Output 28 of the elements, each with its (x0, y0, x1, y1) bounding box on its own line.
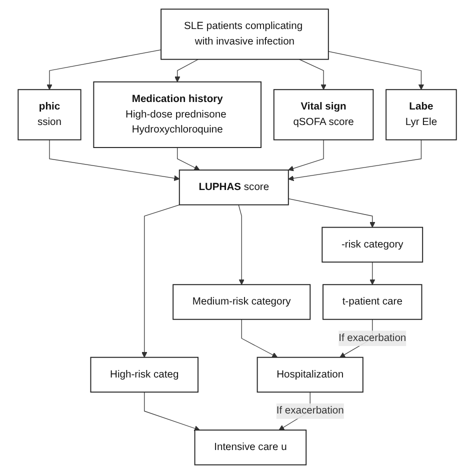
arrow (369, 262, 375, 285)
node-box: Medication history High-dose prednisone Hydroxychloroquine (92, 81, 262, 148)
arrow (238, 204, 244, 285)
arrow (46, 50, 162, 90)
node-box: LUPHAS score (178, 170, 289, 206)
node-box: phic ssion (17, 89, 82, 140)
arrow (176, 147, 200, 170)
arrow (241, 319, 278, 358)
node-box: -risk category (321, 226, 423, 263)
node-box: High-risk categ (90, 356, 198, 393)
arrow (141, 204, 180, 358)
arrow (328, 51, 424, 90)
arrow (48, 139, 180, 181)
node-box: Hospitalization (256, 356, 364, 393)
arrow (288, 198, 375, 228)
arrow (288, 139, 422, 182)
node-box: Vital sign qSOFA score (273, 89, 374, 140)
node-box: Medium-risk category (172, 284, 310, 320)
node-box: t-patient care (322, 284, 422, 320)
node-box: Labe Lyr Ele (385, 89, 457, 140)
edge-label: If exacerbation (276, 405, 344, 416)
arrow (298, 59, 326, 90)
edge-label: If exacerbation (338, 332, 406, 344)
arrow (174, 59, 198, 82)
arrow (288, 139, 324, 172)
arrow (144, 392, 200, 432)
node-box: Intensive care u (194, 430, 306, 466)
node-box: SLE patients complicating with invasive infection (160, 8, 329, 60)
